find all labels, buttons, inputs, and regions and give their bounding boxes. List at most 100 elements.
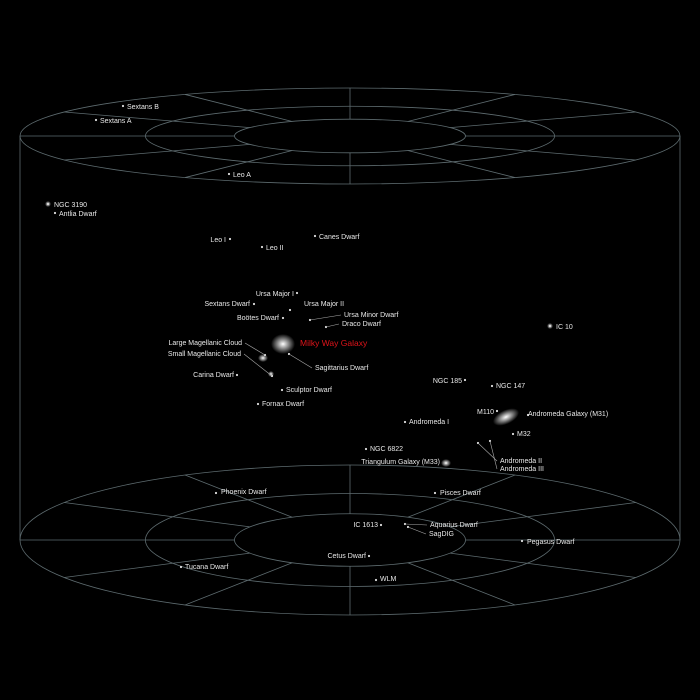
andromeda-glow <box>492 408 520 426</box>
leader-line <box>404 523 428 526</box>
object-phoenix-dwarf: Phoenix Dwarf <box>214 489 267 496</box>
object-triangulum-galaxy-m33: Triangulum Galaxy (M33) <box>361 459 448 466</box>
object-label: Ursa Major I <box>256 291 294 298</box>
object-label: Andromeda Galaxy (M31) <box>528 411 608 418</box>
object-ngc-6822: NGC 6822 <box>364 446 403 453</box>
object-label: Leo I <box>210 237 226 244</box>
lmc-glow <box>258 354 268 362</box>
object-sculptor-dwarf: Sculptor Dwarf <box>280 387 332 394</box>
bottom-disc-spoke <box>449 502 636 528</box>
object-dot <box>364 447 368 451</box>
object-label: Ursa Major II <box>304 301 344 308</box>
object-dot <box>511 432 515 436</box>
top-disc-spoke <box>407 94 516 122</box>
object-label: Andromeda I <box>409 419 449 426</box>
leader-line <box>325 323 340 328</box>
object-label: NGC 147 <box>496 383 525 390</box>
object-cetus-dwarf: Cetus Dwarf <box>327 553 371 560</box>
object-dot <box>235 373 239 377</box>
top-disc-spoke <box>407 150 516 178</box>
object-andromeda-iii: Andromeda III <box>488 439 544 473</box>
leader-line <box>288 353 313 369</box>
object-wlm: WLM <box>374 576 397 583</box>
object-small-magellanic-cloud: Small Magellanic Cloud <box>168 351 274 378</box>
object-pegasus-dwarf: Pegasus Dwarf <box>520 539 575 546</box>
object-label: Large Magellanic Cloud <box>168 340 242 347</box>
galaxy-glows <box>45 201 553 467</box>
object-label: Sculptor Dwarf <box>286 387 332 394</box>
object-dot <box>260 245 264 249</box>
object-dot <box>214 491 218 495</box>
object-large-magellanic-cloud: Large Magellanic Cloud <box>168 340 267 357</box>
object-pisces-dwarf: Pisces Dwarf <box>433 490 481 497</box>
top-disc-spoke <box>449 111 636 128</box>
object-dot <box>526 413 530 417</box>
top-disc-spoke <box>449 144 636 161</box>
object-sextans-a: Sextans A <box>94 118 132 125</box>
object-label: Pisces Dwarf <box>440 490 481 497</box>
object-dot <box>280 388 284 392</box>
object-dot <box>379 523 383 527</box>
object-fornax-dwarf: Fornax Dwarf <box>256 401 304 408</box>
bottom-disc-spoke <box>64 552 251 578</box>
object-dot <box>367 554 371 558</box>
object-ursa-minor-dwarf: Ursa Minor Dwarf <box>308 312 399 322</box>
object-label: Fornax Dwarf <box>262 401 304 408</box>
object-ursa-major-ii: Ursa Major II <box>288 301 344 312</box>
object-label: NGC 185 <box>433 378 462 385</box>
object-dot <box>281 316 285 320</box>
object-draco-dwarf: Draco Dwarf <box>324 321 381 329</box>
object-label: Phoenix Dwarf <box>221 489 267 496</box>
object-canes-dwarf: Canes Dwarf <box>313 234 360 241</box>
object-label: Sextans Dwarf <box>204 301 250 308</box>
leader-line <box>309 314 342 321</box>
object-label: Andromeda III <box>500 466 544 473</box>
object-label: SagDIG <box>429 531 454 538</box>
object-dot <box>490 384 494 388</box>
object-dot <box>374 578 378 582</box>
object-dot <box>313 234 317 238</box>
top-disc-spoke <box>64 111 251 128</box>
object-label: IC 1613 <box>353 522 378 529</box>
milky-way-label: Milky Way Galaxy <box>300 338 368 348</box>
object-label: Sextans A <box>100 118 132 125</box>
bottom-disc-spoke <box>407 562 516 606</box>
top-disc-spoke <box>184 150 293 178</box>
object-label: Sextans B <box>127 104 159 111</box>
object-dot <box>53 211 57 215</box>
object-dot <box>520 539 524 543</box>
object-dot <box>288 308 292 312</box>
object-label: Andromeda II <box>500 458 542 465</box>
object-ngc-3190: NGC 3190 <box>46 202 87 209</box>
bottom-disc-spoke <box>407 474 516 518</box>
object-andromeda-galaxy-m31: Andromeda Galaxy (M31) <box>526 411 608 418</box>
milky-way-glow <box>271 334 295 354</box>
object-dot <box>495 409 499 413</box>
object-label: WLM <box>380 576 397 583</box>
object-dot <box>295 291 299 295</box>
object-m110: M110 <box>477 409 499 416</box>
object-label: Carina Dwarf <box>193 372 234 379</box>
object-leo-ii: Leo II <box>260 245 284 252</box>
object-antlia-dwarf: Antlia Dwarf <box>53 211 97 218</box>
object-dot <box>256 402 260 406</box>
object-label: Leo A <box>233 172 251 179</box>
object-ursa-major-i: Ursa Major I <box>256 291 299 298</box>
top-disc-spoke <box>184 94 293 122</box>
object-carina-dwarf: Carina Dwarf <box>193 372 239 379</box>
object-aquarius-dwarf: Aquarius Dwarf <box>403 522 478 529</box>
object-label: IC 10 <box>556 324 573 331</box>
object-dot <box>227 172 231 176</box>
object-label: Boötes Dwarf <box>237 315 279 322</box>
top-disc-ring <box>234 118 466 154</box>
object-sagittarius-dwarf: Sagittarius Dwarf <box>287 352 368 372</box>
object-andromeda-i: Andromeda I <box>403 419 449 426</box>
bottom-disc-spoke <box>184 562 293 606</box>
leader-line <box>489 440 498 470</box>
object-label: Leo II <box>266 245 284 252</box>
bottom-disc-spoke <box>449 552 636 578</box>
object-dot <box>179 565 183 569</box>
object-dot <box>46 202 50 206</box>
object-label: M110 <box>477 409 494 416</box>
